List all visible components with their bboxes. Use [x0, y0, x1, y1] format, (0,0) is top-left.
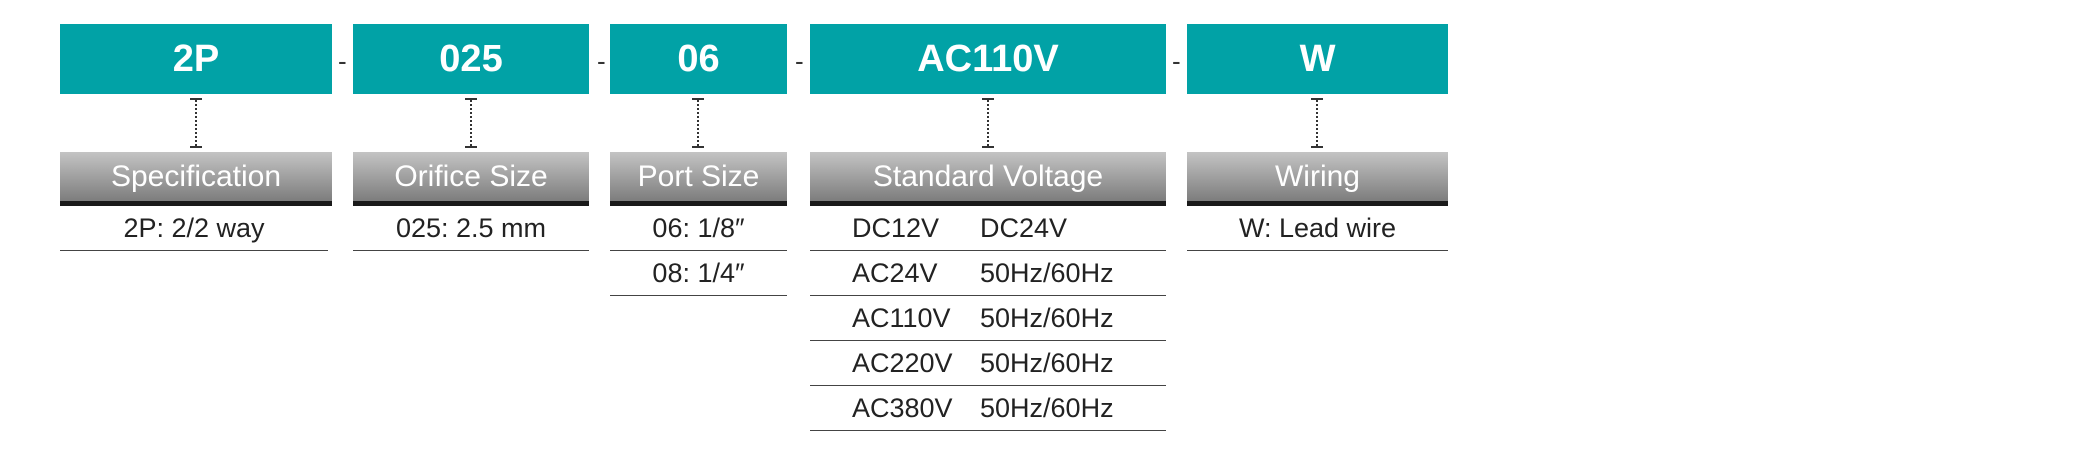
category-label-wiring: Wiring — [1187, 152, 1448, 206]
separator-dash: - — [338, 46, 347, 76]
voltage-value: AC110V — [852, 302, 951, 333]
option-list-wiring: W: Lead wire — [1187, 206, 1448, 251]
frequency-value: 50Hz/60Hz — [980, 392, 1114, 423]
dotted-connector — [1311, 98, 1323, 148]
voltage-value: AC24V — [852, 257, 938, 288]
frequency-value: DC24V — [980, 212, 1068, 243]
separator-dash: - — [795, 46, 804, 76]
category-label-orifice-size: Orifice Size — [353, 152, 589, 206]
option-row: DC12V DC24V — [810, 206, 1166, 251]
code-box-specification: 2P — [60, 24, 332, 94]
separator-dash: - — [1172, 46, 1181, 76]
frequency-value: 50Hz/60Hz — [980, 257, 1114, 288]
code-box-orifice-size: 025 — [353, 24, 589, 94]
category-label-specification: Specification — [60, 152, 332, 206]
option-list-port-size: 06: 1/8″ 08: 1/4″ — [610, 206, 787, 296]
dotted-connector — [190, 98, 202, 148]
option-row: 08: 1/4″ — [610, 251, 787, 296]
option-row: AC110V 50Hz/60Hz — [810, 296, 1166, 341]
option-list-specification: 2P: 2/2 way — [60, 206, 328, 251]
option-row: 2P: 2/2 way — [60, 206, 328, 251]
frequency-value: 50Hz/60Hz — [980, 347, 1114, 378]
voltage-value: AC220V — [852, 347, 953, 378]
voltage-value: DC12V — [852, 212, 940, 243]
option-row: 06: 1/8″ — [610, 206, 787, 251]
option-list-orifice-size: 025: 2.5 mm — [353, 206, 589, 251]
voltage-value: AC380V — [852, 392, 953, 423]
separator-dash: - — [597, 46, 606, 76]
frequency-value: 50Hz/60Hz — [980, 302, 1114, 333]
code-box-port-size: 06 — [610, 24, 787, 94]
code-box-wiring: W — [1187, 24, 1448, 94]
option-row: W: Lead wire — [1187, 206, 1448, 251]
code-box-standard-voltage: AC110V — [810, 24, 1166, 94]
dotted-connector — [465, 98, 477, 148]
option-row: AC24V 50Hz/60Hz — [810, 251, 1166, 296]
option-row: 025: 2.5 mm — [353, 206, 589, 251]
option-row: AC380V 50Hz/60Hz — [810, 386, 1166, 431]
dotted-connector — [692, 98, 704, 148]
dotted-connector — [982, 98, 994, 148]
category-label-standard-voltage: Standard Voltage — [810, 152, 1166, 206]
category-label-port-size: Port Size — [610, 152, 787, 206]
option-row: AC220V 50Hz/60Hz — [810, 341, 1166, 386]
option-list-standard-voltage: DC12V DC24V AC24V 50Hz/60Hz AC110V 50Hz/60H… — [810, 206, 1166, 431]
